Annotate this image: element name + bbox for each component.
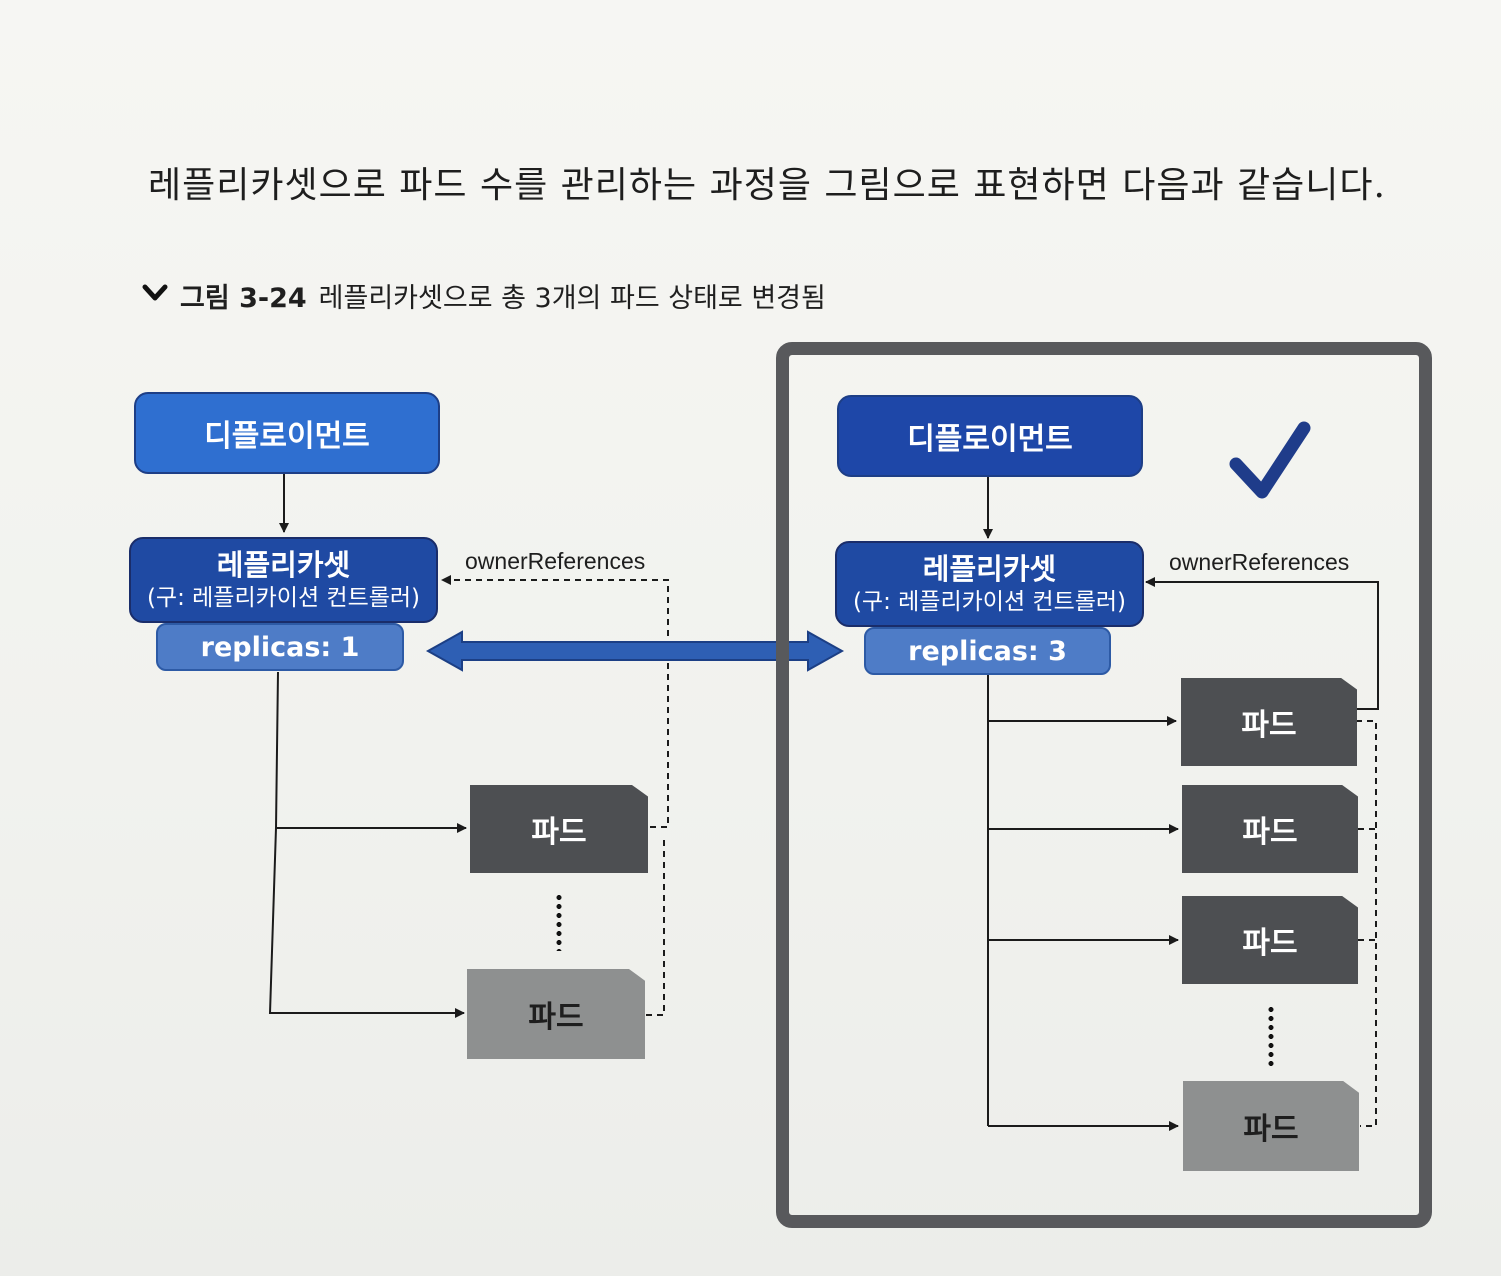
left-owner-ref-line-2 bbox=[646, 840, 665, 1016]
right-pods-ellipsis bbox=[1268, 1005, 1274, 1067]
figure-caption: 그림 3-24 레플리카셋으로 총 3개의 파드 상태로 변경됨 bbox=[142, 276, 826, 315]
right-result-frame bbox=[776, 342, 1432, 1228]
left-replicaset-subtitle: (구: 레플리카이션 컨트롤러) bbox=[146, 585, 421, 611]
left-owner-references-label: ownerReferences bbox=[465, 548, 646, 574]
right-deployment-box: 디플로이먼트 bbox=[837, 395, 1143, 477]
figure-title: 레플리카셋으로 총 3개의 파드 상태로 변경됨 bbox=[318, 283, 826, 314]
left-pod-2: 파드 bbox=[467, 969, 645, 1059]
left-replicas-badge: replicas: 1 bbox=[156, 623, 404, 671]
figure-number: 그림 3-24 bbox=[180, 283, 307, 314]
right-replicaset-subtitle: (구: 레플리카이션 컨트롤러) bbox=[852, 589, 1127, 615]
left-replicaset-box: 레플리카셋 (구: 레플리카이션 컨트롤러) bbox=[129, 537, 438, 623]
right-pod-4: 파드 bbox=[1183, 1081, 1359, 1171]
scale-double-arrow bbox=[425, 630, 845, 672]
right-owner-ref-line bbox=[1145, 577, 1379, 710]
right-owner-references-label: ownerReferences bbox=[1169, 549, 1350, 575]
right-pod-1-label: 파드 bbox=[1241, 708, 1297, 743]
chevron-down-icon bbox=[142, 282, 168, 310]
right-replicas-label: replicas: 3 bbox=[908, 635, 1067, 667]
left-pod-2-label: 파드 bbox=[528, 1000, 584, 1035]
left-rs-to-pod1-arrow bbox=[274, 671, 467, 833]
right-replicaset-title: 레플리카셋 bbox=[922, 552, 1057, 586]
left-deployment-label: 디플로이먼트 bbox=[204, 419, 370, 454]
left-pods-ellipsis bbox=[556, 893, 562, 951]
right-replicas-badge: replicas: 3 bbox=[864, 627, 1111, 675]
right-pod-3: 파드 bbox=[1182, 896, 1358, 984]
right-pod-2-label: 파드 bbox=[1242, 815, 1298, 850]
right-owner-ref-dashed bbox=[1356, 720, 1377, 1127]
right-deployment-label: 디플로이먼트 bbox=[907, 422, 1073, 457]
left-pod-1-label: 파드 bbox=[531, 815, 587, 850]
right-pod-2: 파드 bbox=[1182, 785, 1358, 873]
left-rs-to-pod2-arrow bbox=[268, 827, 465, 1018]
left-replicaset-title: 레플리카셋 bbox=[216, 548, 351, 582]
left-replicas-label: replicas: 1 bbox=[200, 631, 360, 663]
intro-text: 레플리카셋으로 파드 수를 관리하는 과정을 그림으로 표현하면 다음과 같습니… bbox=[148, 165, 1386, 206]
right-pod-4-label: 파드 bbox=[1243, 1112, 1299, 1147]
right-replicaset-box: 레플리카셋 (구: 레플리카이션 컨트롤러) bbox=[835, 541, 1144, 627]
left-owner-ref-line bbox=[441, 575, 669, 828]
left-deployment-box: 디플로이먼트 bbox=[134, 392, 440, 474]
left-pod-1: 파드 bbox=[470, 785, 648, 873]
right-pod-1: 파드 bbox=[1181, 678, 1357, 766]
right-pod-3-label: 파드 bbox=[1242, 926, 1298, 961]
